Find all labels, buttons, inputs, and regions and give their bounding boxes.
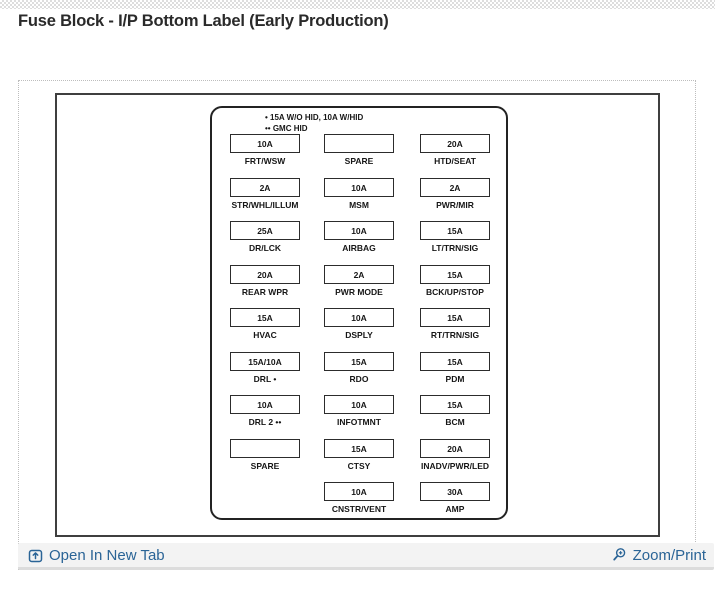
fuse-label: SPARE — [344, 156, 374, 166]
fuse-amp-box: 15A/10A — [230, 352, 300, 371]
fuse-cell: 10A INFOTMNT — [312, 395, 406, 427]
fuse-label: FRT/WSW — [244, 156, 286, 166]
fuse-cell: 10A CNSTR/VENT — [312, 482, 406, 514]
fuse-amp-box: 10A — [230, 134, 300, 153]
fuse-amp-box: 15A — [324, 352, 394, 371]
fuse-cell: 2A STR/WHL/ILLUM — [218, 178, 312, 210]
open-in-new-tab-icon — [28, 548, 43, 563]
fuse-label: PWR MODE — [335, 287, 383, 297]
fuse-cell: SPARE — [218, 439, 312, 471]
fuse-label: RDO — [349, 374, 369, 384]
fuse-cell: SPARE — [312, 134, 406, 166]
fuse-amp-box: 10A — [324, 395, 394, 414]
fuse-label: DSPLY — [345, 330, 373, 340]
fuse-label: RT/TRN/SIG — [430, 330, 480, 340]
open-in-new-tab-link[interactable]: Open In New Tab — [28, 547, 165, 564]
fuse-label: INADV/PWR/LED — [421, 461, 489, 471]
open-in-new-tab-label: Open In New Tab — [49, 546, 165, 564]
fuse-amp-box: 15A — [324, 439, 394, 458]
fuse-amp-box: 15A — [420, 395, 490, 414]
fuse-amp-box: 10A — [230, 395, 300, 414]
fuse-cell: 20A HTD/SEAT — [408, 134, 502, 166]
page-title: Fuse Block - I/P Bottom Label (Early Pro… — [18, 12, 389, 30]
fuse-amp-box: 15A — [420, 352, 490, 371]
fuse-amp-box: 10A — [324, 482, 394, 501]
fuse-cell: 2A PWR/MIR — [408, 178, 502, 210]
fuse-label: HVAC — [253, 330, 277, 340]
fuse-amp-box: 2A — [324, 265, 394, 284]
fuse-cell: 15A PDM — [408, 352, 502, 384]
zoom-print-label: Zoom/Print — [632, 546, 706, 564]
fuse-grid: 10A FRT/WSW SPARE 20A HTD/SEAT 2A STR/WHL/ILLU… — [212, 108, 506, 518]
fuse-label: LT/TRN/SIG — [431, 243, 479, 253]
fuse-label: BCK/UP/STOP — [426, 287, 484, 297]
fuse-label: HTD/SEAT — [434, 156, 476, 166]
fuse-amp-box: 15A — [420, 308, 490, 327]
fuse-cell: 2A PWR MODE — [312, 265, 406, 297]
fuse-amp-box: 10A — [324, 308, 394, 327]
bottom-bar: Open In New Tab Zoom/Print — [18, 543, 714, 570]
zoom-print-link[interactable]: Zoom/Print — [611, 547, 706, 564]
fuse-block-diagram: • 15A W/O HID, 10A W/HID •• GMC HID 10A F… — [210, 106, 508, 520]
fuse-label: BCM — [445, 417, 465, 427]
fuse-cell: 15A/10A DRL • — [218, 352, 312, 384]
fuse-cell: 20A INADV/PWR/LED — [408, 439, 502, 471]
fuse-amp-box: 20A — [420, 134, 490, 153]
fuse-cell: 10A MSM — [312, 178, 406, 210]
fuse-label: DRL 2 •• — [248, 417, 282, 427]
fuse-label: DR/LCK — [248, 243, 282, 253]
note-line-1: • 15A W/O HID, 10A W/HID — [265, 113, 364, 122]
fuse-block-notes: • 15A W/O HID, 10A W/HID •• GMC HID — [265, 113, 363, 135]
fuse-cell: 15A RT/TRN/SIG — [408, 308, 502, 340]
top-texture-band — [0, 0, 715, 9]
fuse-amp-box: 15A — [420, 265, 490, 284]
fuse-cell: 15A BCK/UP/STOP — [408, 265, 502, 297]
fuse-label: PDM — [445, 374, 465, 384]
fuse-cell: 30A AMP — [408, 482, 502, 514]
fuse-label: CNSTR/VENT — [331, 504, 387, 514]
fuse-cell: 10A DSPLY — [312, 308, 406, 340]
fuse-amp-box: 15A — [230, 308, 300, 327]
fuse-label: INFOTMNT — [337, 417, 381, 427]
fuse-amp-box: 2A — [420, 178, 490, 197]
fuse-amp-box: 10A — [324, 178, 394, 197]
fuse-amp-box: 2A — [230, 178, 300, 197]
fuse-amp-box — [324, 134, 394, 153]
fuse-amp-box: 15A — [420, 221, 490, 240]
fuse-label: PWR/MIR — [436, 200, 474, 210]
fuse-label: AIRBAG — [342, 243, 376, 253]
fuse-amp-box: 20A — [420, 439, 490, 458]
note-line-2: •• GMC HID — [265, 123, 308, 133]
fuse-label: MSM — [349, 200, 369, 210]
fuse-cell: 10A AIRBAG — [312, 221, 406, 253]
fuse-label: AMP — [445, 504, 465, 514]
fuse-amp-box: 25A — [230, 221, 300, 240]
fuse-label: REAR WPR — [241, 287, 289, 297]
fuse-cell: 15A HVAC — [218, 308, 312, 340]
fuse-label: STR/WHL/ILLUM — [231, 200, 299, 210]
fuse-cell: 15A BCM — [408, 395, 502, 427]
fuse-amp-box: 20A — [230, 265, 300, 284]
fuse-cell: 10A FRT/WSW — [218, 134, 312, 166]
fuse-amp-box: 30A — [420, 482, 490, 501]
magnifier-plus-icon — [611, 547, 627, 563]
fuse-amp-box — [230, 439, 300, 458]
fuse-label: DRL • — [253, 374, 277, 384]
fuse-cell: 15A CTSY — [312, 439, 406, 471]
fuse-cell: 20A REAR WPR — [218, 265, 312, 297]
fuse-cell: 15A RDO — [312, 352, 406, 384]
fuse-label: SPARE — [250, 461, 280, 471]
fuse-cell: 25A DR/LCK — [218, 221, 312, 253]
fuse-amp-box: 10A — [324, 221, 394, 240]
fuse-label: CTSY — [347, 461, 371, 471]
fuse-cell: 10A DRL 2 •• — [218, 395, 312, 427]
fuse-cell: 15A LT/TRN/SIG — [408, 221, 502, 253]
